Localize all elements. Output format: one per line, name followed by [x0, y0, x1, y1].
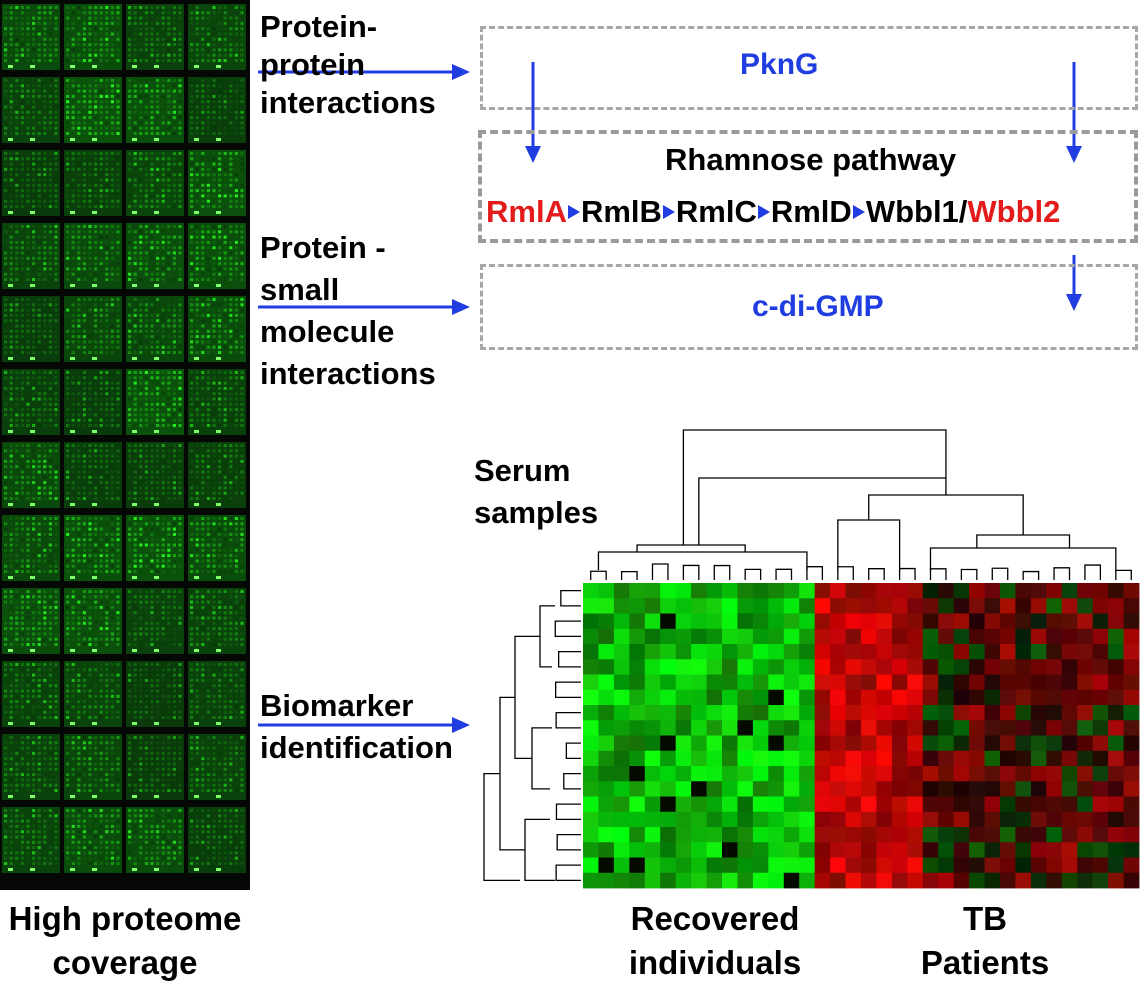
column-dendrogram: [590, 429, 1132, 580]
high-proteome-line-1: High proteome: [8, 900, 242, 937]
serum-line-2: samples: [474, 495, 599, 530]
psmi-line-1: Protein -: [260, 230, 386, 265]
biomarker-label: Biomarker identification: [260, 685, 453, 769]
serum-line-1: Serum: [474, 453, 571, 488]
pathway-rmla: RmlA: [486, 194, 567, 229]
array-block: [2, 77, 60, 143]
array-block: [188, 150, 246, 216]
wbbl2-cdigmp-arrow-head: [1066, 294, 1082, 311]
array-block: [64, 661, 122, 727]
array-block: [2, 296, 60, 362]
array-block: [126, 150, 184, 216]
tb-label: TB Patients: [900, 897, 1070, 985]
biomarker-line-1: Biomarker: [260, 688, 414, 723]
array-block: [188, 4, 246, 70]
array-block: [126, 515, 184, 581]
array-block: [126, 807, 184, 873]
array-block: [64, 734, 122, 800]
array-block: [126, 223, 184, 289]
array-block: [2, 369, 60, 435]
array-block: [188, 442, 246, 508]
pathway-row: RmlA RmlB RmlC RmlD Wbbl1/ Wbbl2: [486, 190, 1060, 234]
recovered-label: Recovered individuals: [600, 897, 830, 985]
array-block: [188, 734, 246, 800]
array-block: [64, 515, 122, 581]
array-block: [64, 223, 122, 289]
pathway-arrow-icon: [662, 205, 675, 219]
array-block: [2, 223, 60, 289]
array-block: [188, 661, 246, 727]
psmi-line-3: molecule: [260, 314, 395, 349]
rhamnose-title: Rhamnose pathway: [665, 142, 957, 177]
array-block: [126, 734, 184, 800]
array-block: [64, 77, 122, 143]
array-block: [2, 734, 60, 800]
array-block: [2, 588, 60, 654]
psmi-arrow-head: [452, 299, 470, 315]
ppi-arrow-head: [452, 64, 470, 80]
array-block: [126, 588, 184, 654]
array-block: [188, 296, 246, 362]
pkng-box: [480, 26, 1138, 110]
pkng-wbbl2-arrow-head: [1066, 146, 1082, 163]
array-block: [188, 588, 246, 654]
psmi-line-2: small: [260, 272, 340, 307]
array-block: [126, 77, 184, 143]
rhamnose-box: [478, 130, 1138, 243]
array-block: [126, 4, 184, 70]
pathway-rmld: RmlD: [770, 194, 852, 229]
array-block: [188, 223, 246, 289]
array-block: [64, 150, 122, 216]
serum-label: Serum samples: [474, 450, 598, 534]
pathway-rmlb: RmlB: [580, 194, 662, 229]
high-proteome-line-2: coverage: [52, 944, 198, 981]
pkng-rmla-arrow-head: [525, 146, 541, 163]
psmi-line-4: interactions: [260, 356, 436, 391]
array-block: [188, 515, 246, 581]
biomarker-line-2: identification: [260, 730, 453, 765]
array-block: [126, 661, 184, 727]
high-proteome-label: High proteome coverage: [0, 897, 250, 985]
psmi-label: Protein - small molecule interactions: [260, 227, 436, 395]
ppi-label: Protein- protein interactions: [260, 8, 436, 122]
array-block: [64, 588, 122, 654]
array-block: [188, 369, 246, 435]
array-block: [188, 807, 246, 873]
array-block: [126, 442, 184, 508]
protein-microarray-image: [0, 0, 250, 890]
pathway-wbbl1: Wbbl1/: [865, 194, 968, 229]
array-block: [64, 807, 122, 873]
array-block: [188, 77, 246, 143]
array-block: [64, 369, 122, 435]
array-block: [2, 515, 60, 581]
pathway-arrow-icon: [852, 205, 865, 219]
array-block: [64, 442, 122, 508]
row-dendrogram: [483, 589, 581, 882]
cdigmp-box: [480, 264, 1138, 350]
tb-line-1: TB: [963, 900, 1007, 937]
array-block: [64, 4, 122, 70]
array-block: [126, 296, 184, 362]
array-block: [2, 807, 60, 873]
biomarker-arrow-head: [452, 717, 470, 733]
tb-line-2: Patients: [920, 944, 1050, 981]
array-block: [2, 442, 60, 508]
recovered-line-2: individuals: [628, 944, 802, 981]
array-block: [2, 661, 60, 727]
ppi-line-3: interactions: [260, 85, 436, 120]
array-block: [126, 369, 184, 435]
cdigmp-label: c-di-GMP: [752, 290, 884, 323]
pkng-label: PknG: [740, 48, 819, 81]
array-block: [2, 150, 60, 216]
pathway-wbbl2: Wbbl2: [967, 194, 1061, 229]
pathway-arrow-icon: [567, 205, 580, 219]
array-block: [64, 296, 122, 362]
pathway-arrow-icon: [757, 205, 770, 219]
recovered-line-1: Recovered: [630, 900, 800, 937]
array-block: [2, 4, 60, 70]
pathway-rmlc: RmlC: [675, 194, 757, 229]
ppi-line-1: Protein-: [260, 9, 378, 44]
ppi-line-2: protein: [260, 47, 366, 82]
